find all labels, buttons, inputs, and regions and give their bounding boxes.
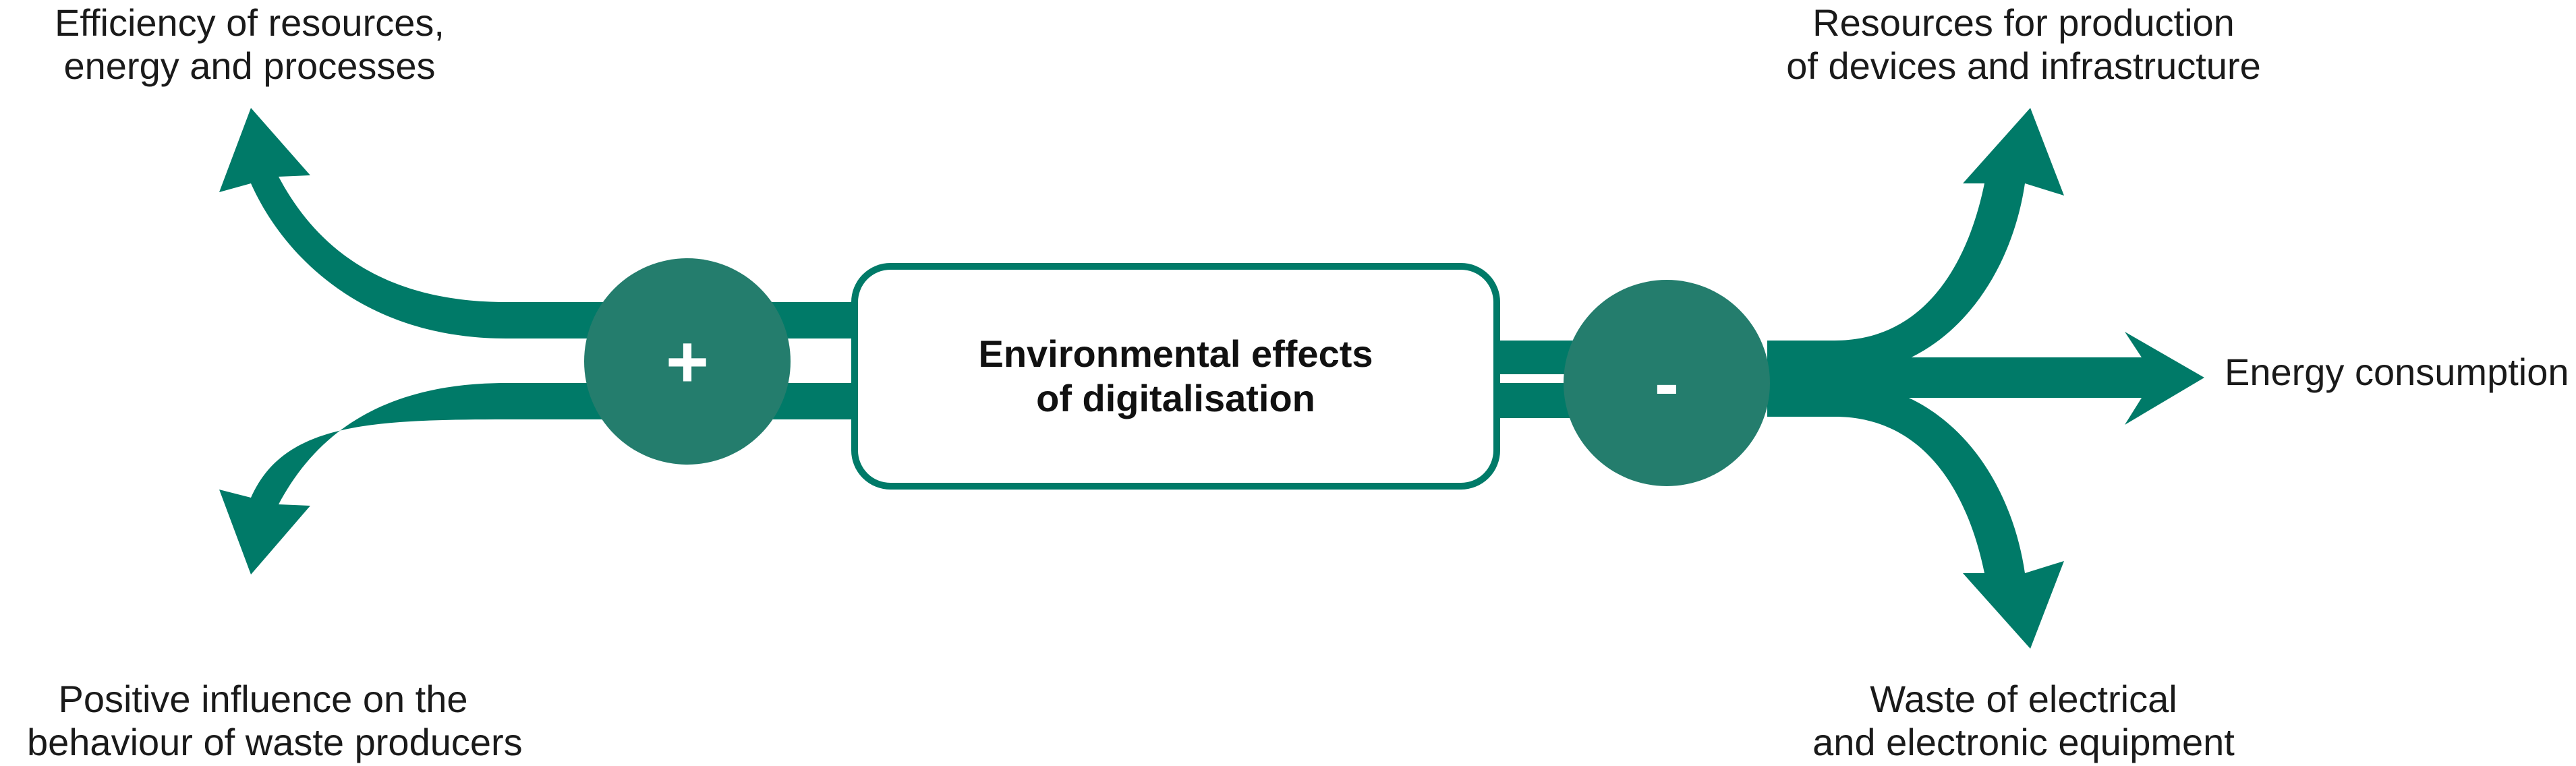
center-title-line2: of digitalisation xyxy=(1036,377,1315,419)
negative-sign-circle: - xyxy=(1564,280,1770,486)
center-box: Environmental effects of digitalisation xyxy=(851,263,1500,490)
positive-sign: + xyxy=(665,320,710,403)
negative-sign: - xyxy=(1654,341,1680,425)
positive-sign-circle: + xyxy=(584,258,791,465)
negative-arrow-upper xyxy=(1767,108,2064,375)
label-resources: Resources for production of devices and … xyxy=(1786,1,2261,87)
positive-arrows xyxy=(219,108,851,574)
label-positive-influence: Positive influence on the behaviour of w… xyxy=(27,678,523,763)
negative-arrow-lower xyxy=(1767,382,2064,649)
negative-arrow-middle xyxy=(1767,332,2204,425)
positive-arrow-lower xyxy=(219,383,851,574)
label-energy-consumption: Energy consumption xyxy=(2225,351,2569,393)
positive-arrow-upper xyxy=(219,108,851,338)
label-weee: Waste of electrical and electronic equip… xyxy=(1812,678,2235,763)
center-title-line1: Environmental effects xyxy=(978,332,1373,375)
label-efficiency: Efficiency of resources, energy and proc… xyxy=(55,1,445,87)
